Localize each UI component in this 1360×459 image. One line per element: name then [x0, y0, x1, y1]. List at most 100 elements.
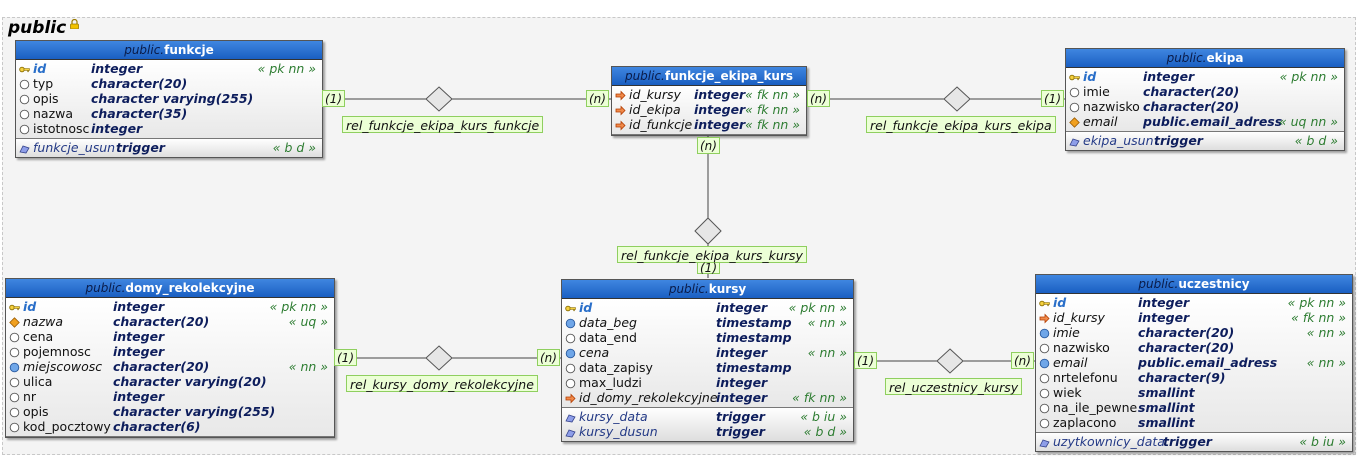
column-type: integer	[716, 300, 768, 315]
column-icon	[565, 377, 576, 389]
column-name: kod_pocztowy	[23, 419, 111, 434]
foreign-key-icon	[1039, 312, 1050, 324]
column-name: imie	[1053, 325, 1080, 340]
column-name: email	[1053, 355, 1088, 370]
cardinality-badge: (1)	[854, 352, 877, 369]
column-type: smallint	[1138, 385, 1195, 400]
column-icon	[9, 391, 20, 403]
foreign-key-icon	[615, 119, 626, 131]
column-name: id_funkcje	[629, 117, 693, 132]
column-type: character(20)	[1143, 84, 1240, 99]
trigger-name: uzytkownicy_data	[1053, 434, 1165, 449]
trigger-constraints: « b d »	[1294, 133, 1338, 148]
column-constraints: « uq nn »	[1278, 114, 1338, 129]
column-name: wiek	[1053, 385, 1082, 400]
trigger-type: trigger	[1163, 434, 1212, 449]
column-type: character varying(255)	[91, 91, 254, 106]
table-name: funkcje_ekipa_kurs	[664, 69, 794, 83]
trigger-name: ekipa_usun	[1083, 133, 1154, 148]
column-constraints: « pk nn »	[257, 61, 316, 76]
relationship-label-uczestnicy[interactable]: rel_uczestnicy_kursy	[885, 378, 1023, 395]
column-type: smallint	[1138, 415, 1195, 430]
table-row[interactable]: opis character varying(255)	[16, 91, 322, 106]
column-type: timestamp	[716, 360, 792, 375]
cardinality-badge: (1)	[697, 262, 720, 274]
relationship-label-funkcje[interactable]: rel_funkcje_ekipa_kurs_funkcje	[342, 116, 544, 133]
column-constraints: « fk nn »	[1291, 310, 1346, 325]
cardinality-badge: (1)	[334, 349, 357, 366]
table-schema: public.	[668, 282, 709, 296]
column-constraints: « nn »	[1306, 325, 1346, 340]
column-name: zaplacono	[1053, 415, 1117, 430]
column-name: max_ludzi	[579, 375, 642, 390]
unique-icon	[9, 316, 20, 328]
trigger-type: trigger	[716, 409, 765, 424]
trigger-icon	[19, 142, 30, 154]
column-type: integer	[113, 329, 165, 344]
column-constraints: « nn »	[1306, 355, 1346, 370]
table-name: ekipa	[1206, 51, 1244, 65]
table-name: funkcje	[164, 43, 214, 57]
trigger-constraints: « b d »	[272, 140, 316, 155]
relationship-label-domy[interactable]: rel_kursy_domy_rekolekcyjne	[346, 375, 538, 392]
column-icon	[1039, 387, 1050, 399]
trigger-type: trigger	[1154, 133, 1203, 148]
column-icon	[565, 332, 576, 344]
relationship-label-ekipa[interactable]: rel_funkcje_ekipa_kurs_ekipa	[866, 116, 1056, 133]
column-name: opis	[33, 91, 59, 106]
table-row[interactable]: wiek smallint	[1036, 385, 1352, 400]
table-schema: public.	[624, 69, 665, 83]
column-name: nazwa	[23, 314, 64, 329]
table-row[interactable]: zaplacono smallint	[1036, 415, 1352, 430]
relationship-diamond	[694, 217, 722, 245]
